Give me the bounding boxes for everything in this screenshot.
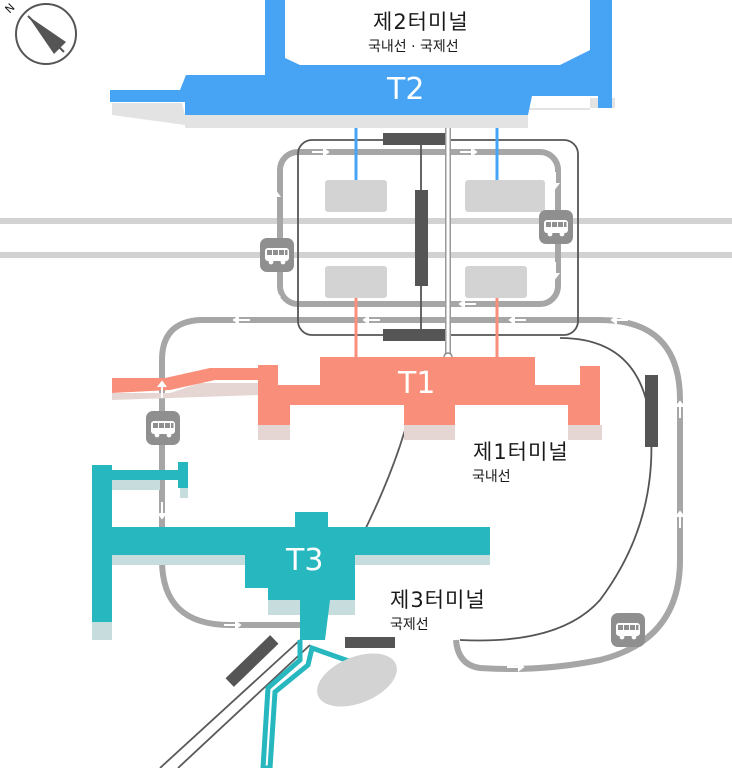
- t1-name: 제1터미널: [473, 440, 569, 464]
- t2-name: 제2터미널: [373, 10, 469, 34]
- rail-loop-east: [459, 337, 653, 642]
- rail-platform-east: [645, 375, 658, 447]
- parking-structures: [325, 180, 545, 298]
- rail-platform: [225, 635, 279, 687]
- t3-name: 제3터미널: [390, 588, 486, 612]
- t1-code: T1: [398, 366, 436, 401]
- t2-code: T2: [387, 72, 425, 107]
- t3-service: 국제선: [390, 617, 429, 633]
- terminal-t2-building: [110, 0, 615, 128]
- shuttle-train: [383, 111, 453, 362]
- compass-icon: [15, 3, 77, 65]
- terminal-t1-building: [112, 357, 602, 440]
- t1-service: 국내선: [472, 469, 511, 485]
- t2-service: 국내선 · 국제선: [368, 39, 459, 55]
- t3-apron: [317, 653, 397, 707]
- main-roads: [0, 218, 732, 258]
- t3-code: T3: [286, 543, 324, 578]
- terminal-t3-building: [92, 462, 490, 768]
